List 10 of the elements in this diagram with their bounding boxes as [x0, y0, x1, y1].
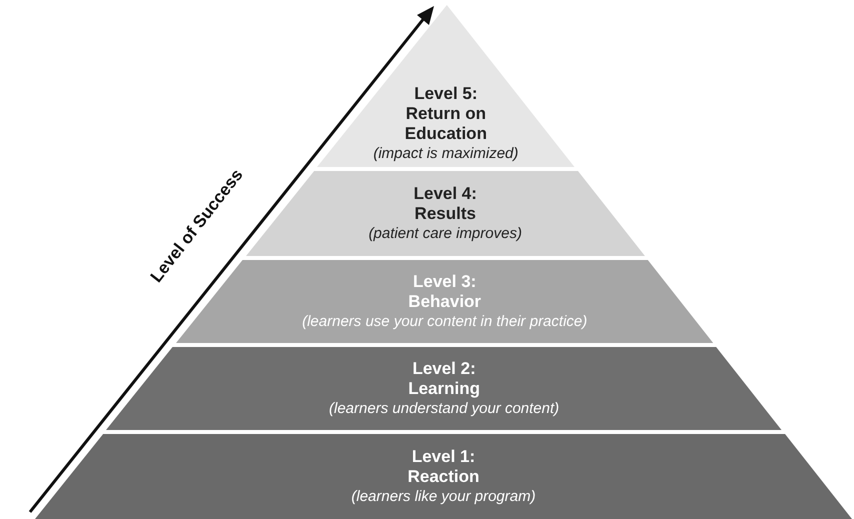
level-heading: Level 2: Learning [407, 359, 481, 399]
level-description: (learners use your content in their practice) [302, 313, 588, 331]
level-heading: Level 1: Reaction [406, 447, 480, 487]
level-heading: Level 3: Behavior [407, 272, 482, 312]
level-description: (impact is maximized) [373, 145, 518, 163]
level-heading: Level 4: Results [412, 184, 478, 224]
level-description: (learners understand your content) [329, 400, 560, 418]
level-description: (patient care improves) [368, 225, 522, 243]
level-heading: Level 5: Return on Education [404, 84, 488, 144]
level-description: (learners like your program) [351, 488, 536, 506]
